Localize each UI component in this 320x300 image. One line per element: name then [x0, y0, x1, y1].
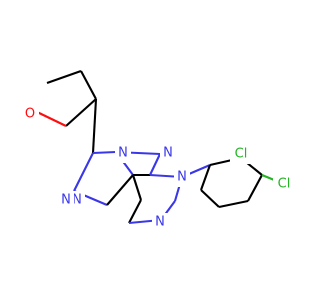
atom-cl-top: Cl [235, 147, 248, 162]
bond-24 [218, 199, 249, 209]
atom-cl-right: Cl [278, 177, 291, 192]
oxygen-label-bg [21, 104, 39, 124]
molecule-structure: O N N N N N N Cl Cl [21, 70, 295, 232]
bond-23 [247, 174, 263, 202]
bond-7 [92, 150, 117, 155]
bond-1 [46, 70, 82, 84]
cl-bg-1 [230, 144, 252, 164]
bond-12 [128, 199, 142, 224]
bond-26 [200, 164, 211, 191]
atom-n-pyrimidine: N [163, 146, 173, 161]
n-bg-5 [174, 168, 190, 187]
atom-o-thf: O [25, 107, 35, 122]
bond-5 [91, 98, 98, 154]
cl-bg-2 [273, 174, 295, 194]
bond-10 [106, 174, 134, 206]
bond-2 [80, 70, 97, 100]
bond-18 [149, 153, 161, 176]
atom-n-triazole-mid: N [72, 193, 82, 208]
bond-4 [34, 110, 67, 127]
n-bg-6 [152, 213, 168, 232]
atom-layer: O N N N N N N Cl Cl [21, 104, 295, 232]
atom-n-triazole-top: N [118, 146, 128, 161]
bond-25 [200, 189, 220, 208]
n-bg-1 [115, 144, 131, 163]
atom-n-triazole-left: N [61, 193, 71, 208]
bond-6 [73, 152, 94, 192]
atom-n-pyrazole-aryl: N [177, 170, 187, 185]
n-bg-4 [160, 144, 176, 163]
atom-n-pyrazole-bottom: N [155, 215, 165, 230]
bond-3 [65, 98, 97, 127]
bond-11 [131, 174, 143, 201]
bond-layer [34, 70, 285, 225]
n-bg-3 [58, 191, 74, 210]
